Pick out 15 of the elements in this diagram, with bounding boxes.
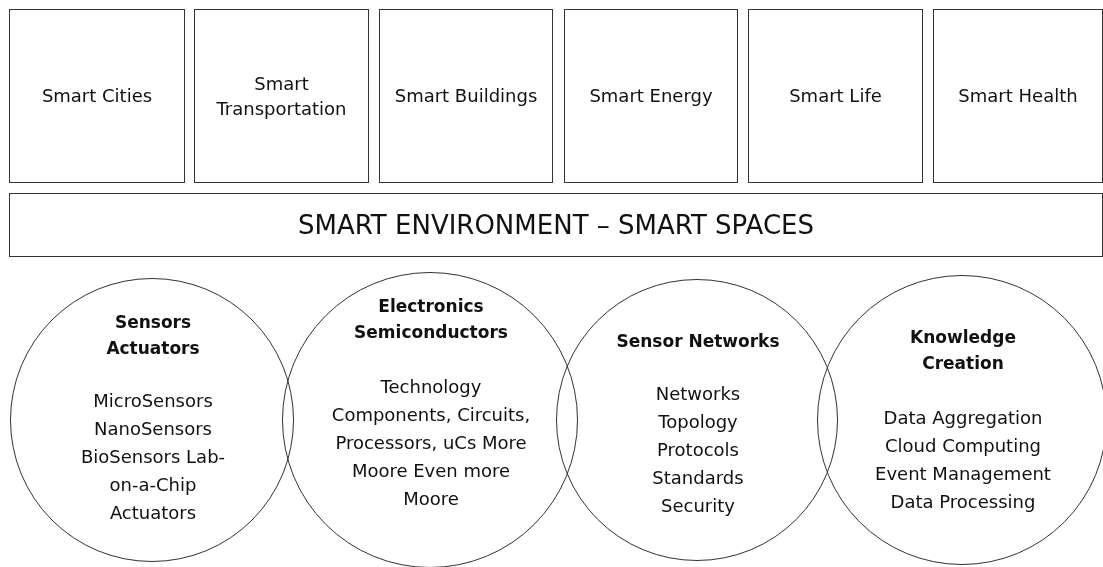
category-box: Smart Energy [564,9,738,183]
circle-heading: Sensor Networks [615,330,781,353]
topic-list: Data Aggregation Cloud Computing Event Management Data Processing [863,404,1063,516]
circle-heading: Knowledge Creation [909,326,1017,376]
category-box: Smart Cities [9,9,185,183]
circle-heading: Electronics Semiconductors [353,295,509,345]
circle-heading: Sensors Actuators [105,311,201,361]
category-box: Smart Transportation [194,9,369,183]
category-box: Smart Life [748,9,923,183]
topic-list: Networks Topology Protocols Standards Security [623,380,773,520]
title-band: SMART ENVIRONMENT – SMART SPACES [9,193,1103,257]
topic-list: Technology Components, Circuits, Processors, uCs More Moore Even more Moore [331,373,531,513]
category-box: Smart Health [933,9,1103,183]
category-box: Smart Buildings [379,9,553,183]
topic-list: MicroSensors NanoSensors BioSensors Lab-on-a-Chip Actuators [68,387,238,527]
